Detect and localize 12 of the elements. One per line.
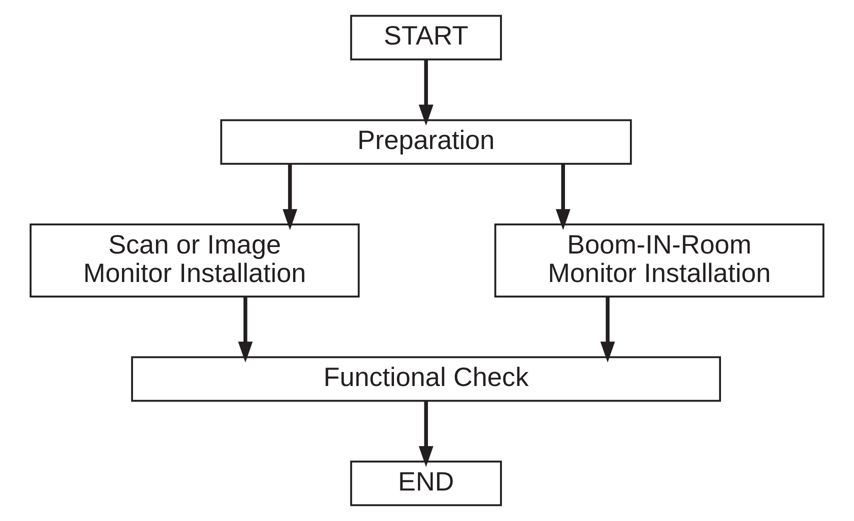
node-box: Scan or Image Monitor Installation: [30, 224, 360, 298]
node-box: END: [350, 460, 502, 506]
node-box: Boom-IN-Room Monitor Installation: [494, 224, 824, 298]
node-box: Preparation: [220, 119, 632, 165]
node-box: START: [350, 14, 502, 60]
node-box: Functional Check: [131, 356, 721, 402]
arrow: [600, 296, 615, 363]
arrow: [238, 296, 253, 363]
arrow: [418, 60, 434, 126]
arrow: [282, 164, 298, 230]
arrow: [556, 164, 570, 230]
arrow: [418, 401, 434, 467]
